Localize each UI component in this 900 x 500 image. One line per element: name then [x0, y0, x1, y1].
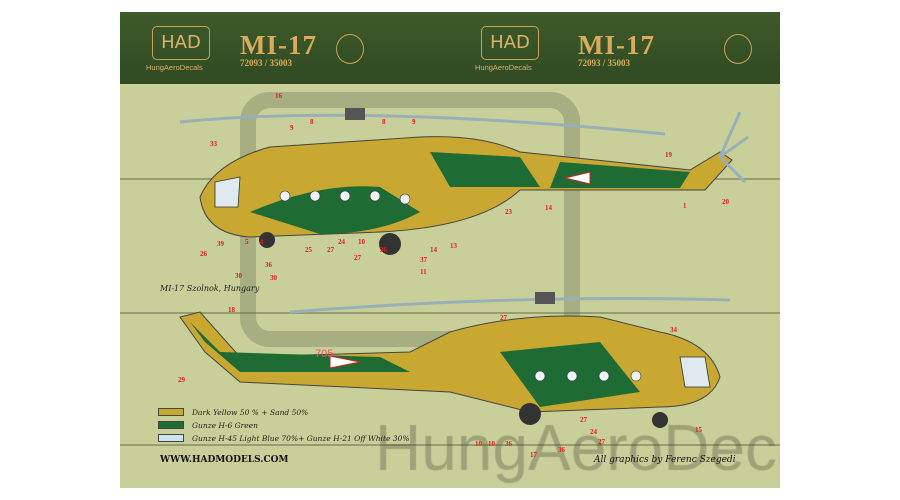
- callout-number: 37: [420, 256, 428, 264]
- callout-number: 36: [505, 440, 513, 448]
- credit-text: All graphics by Ferenc Szegedi: [594, 455, 736, 465]
- rotor-hub: [535, 292, 555, 304]
- helicopter-emblem-icon: [336, 34, 364, 64]
- callout-number: 8: [310, 118, 314, 126]
- camo-green: [190, 322, 410, 372]
- model-title: MI-17: [578, 30, 655, 60]
- callout-number: 1: [683, 202, 687, 210]
- cockpit-window: [679, 356, 711, 388]
- logo-subtitle: HungAeroDecals: [475, 63, 532, 72]
- rotor-blade: [179, 113, 666, 136]
- decal-sheet: HAD HungAeroDecals MI-17 72093 / 35003 H…: [120, 12, 780, 488]
- callout-number: 36: [265, 261, 273, 269]
- callout-number: 9: [412, 118, 416, 126]
- swatch-green: [158, 421, 184, 429]
- callout-number: 16: [275, 92, 283, 100]
- callout-number: 27: [354, 254, 362, 262]
- callout-number: 39: [217, 240, 225, 248]
- cabin-windows: [534, 370, 642, 382]
- callout-number: 23: [505, 208, 513, 216]
- model-title: MI-17: [240, 30, 317, 60]
- watermark-image: [120, 12, 780, 488]
- callout-number: 27: [580, 416, 588, 424]
- rotor-blade: [289, 297, 731, 314]
- callout-number: 5: [245, 238, 249, 246]
- had-logo: HAD: [481, 26, 539, 60]
- main-wheel: [379, 233, 401, 255]
- had-logo: HAD: [152, 26, 210, 60]
- logo-subtitle: HungAeroDecals: [146, 63, 203, 72]
- nose-wheel: [652, 412, 668, 428]
- callout-number: 34: [670, 326, 678, 334]
- legend-label: Gunze H-6 Green: [192, 421, 258, 430]
- helicopter-bottom-view: [179, 292, 731, 428]
- callout-number: 24: [338, 238, 346, 246]
- cabin-windows: [279, 190, 411, 205]
- callout-number: 15: [695, 426, 703, 434]
- callout-number: 29: [178, 376, 186, 384]
- tail-rotor: [718, 111, 749, 184]
- callout-number: 36: [380, 246, 388, 254]
- callout-number: 36: [558, 446, 566, 454]
- legend-label: Gunze H-45 Light Blue 70%+ Gunze H-21 Of…: [192, 434, 410, 443]
- callout-number: 14: [430, 246, 438, 254]
- roundel-hungary: [329, 355, 361, 369]
- callout-number: 24: [590, 428, 598, 436]
- product-code: 72093 / 35003: [578, 58, 631, 68]
- callout-number: 19: [665, 151, 673, 159]
- callout-number: 27: [500, 314, 508, 322]
- callout-number: 30: [270, 274, 278, 282]
- callout-number: 8: [382, 118, 386, 126]
- callout-number: 14: [545, 204, 553, 212]
- callout-number: 10: [488, 440, 496, 448]
- website-link[interactable]: WWW.HADMODELS.COM: [160, 455, 289, 465]
- callout-number: 4: [260, 238, 264, 246]
- rotor-hub: [345, 108, 365, 120]
- helicopter-top-view: [179, 108, 749, 255]
- swatch-dark-yellow: [158, 408, 184, 416]
- callout-number: 30: [235, 272, 243, 280]
- callout-number: 9: [290, 124, 294, 132]
- swatch-light-blue: [158, 434, 184, 442]
- callout-number: 10: [475, 440, 483, 448]
- callout-number: 18: [228, 306, 236, 314]
- main-wheel: [519, 403, 541, 425]
- product-code: 72093 / 35003: [240, 58, 293, 68]
- callout-number: 17: [530, 451, 538, 459]
- callout-number: 25: [305, 246, 313, 254]
- header-banner: HAD HungAeroDecals MI-17 72093 / 35003 H…: [120, 12, 780, 84]
- callout-number: 10: [358, 238, 366, 246]
- camo-green: [430, 152, 540, 187]
- callout-number: 20: [722, 198, 730, 206]
- nose-wheel: [259, 232, 275, 248]
- roundel-hungary: [564, 171, 591, 185]
- legend-label: Dark Yellow 50 % + Sand 50%: [192, 408, 309, 417]
- callout-number: 33: [210, 140, 218, 148]
- aircraft-caption: MI-17 Szolnok, Hungary: [160, 284, 260, 293]
- side-number: 705: [315, 348, 334, 360]
- cockpit-window: [214, 176, 241, 208]
- callout-number: 27: [327, 246, 335, 254]
- callout-number: 13: [450, 242, 458, 250]
- callout-number: 27: [598, 438, 606, 446]
- callout-number: 11: [420, 268, 427, 276]
- helicopter-emblem-icon: [724, 34, 752, 64]
- callout-number: 26: [200, 250, 208, 258]
